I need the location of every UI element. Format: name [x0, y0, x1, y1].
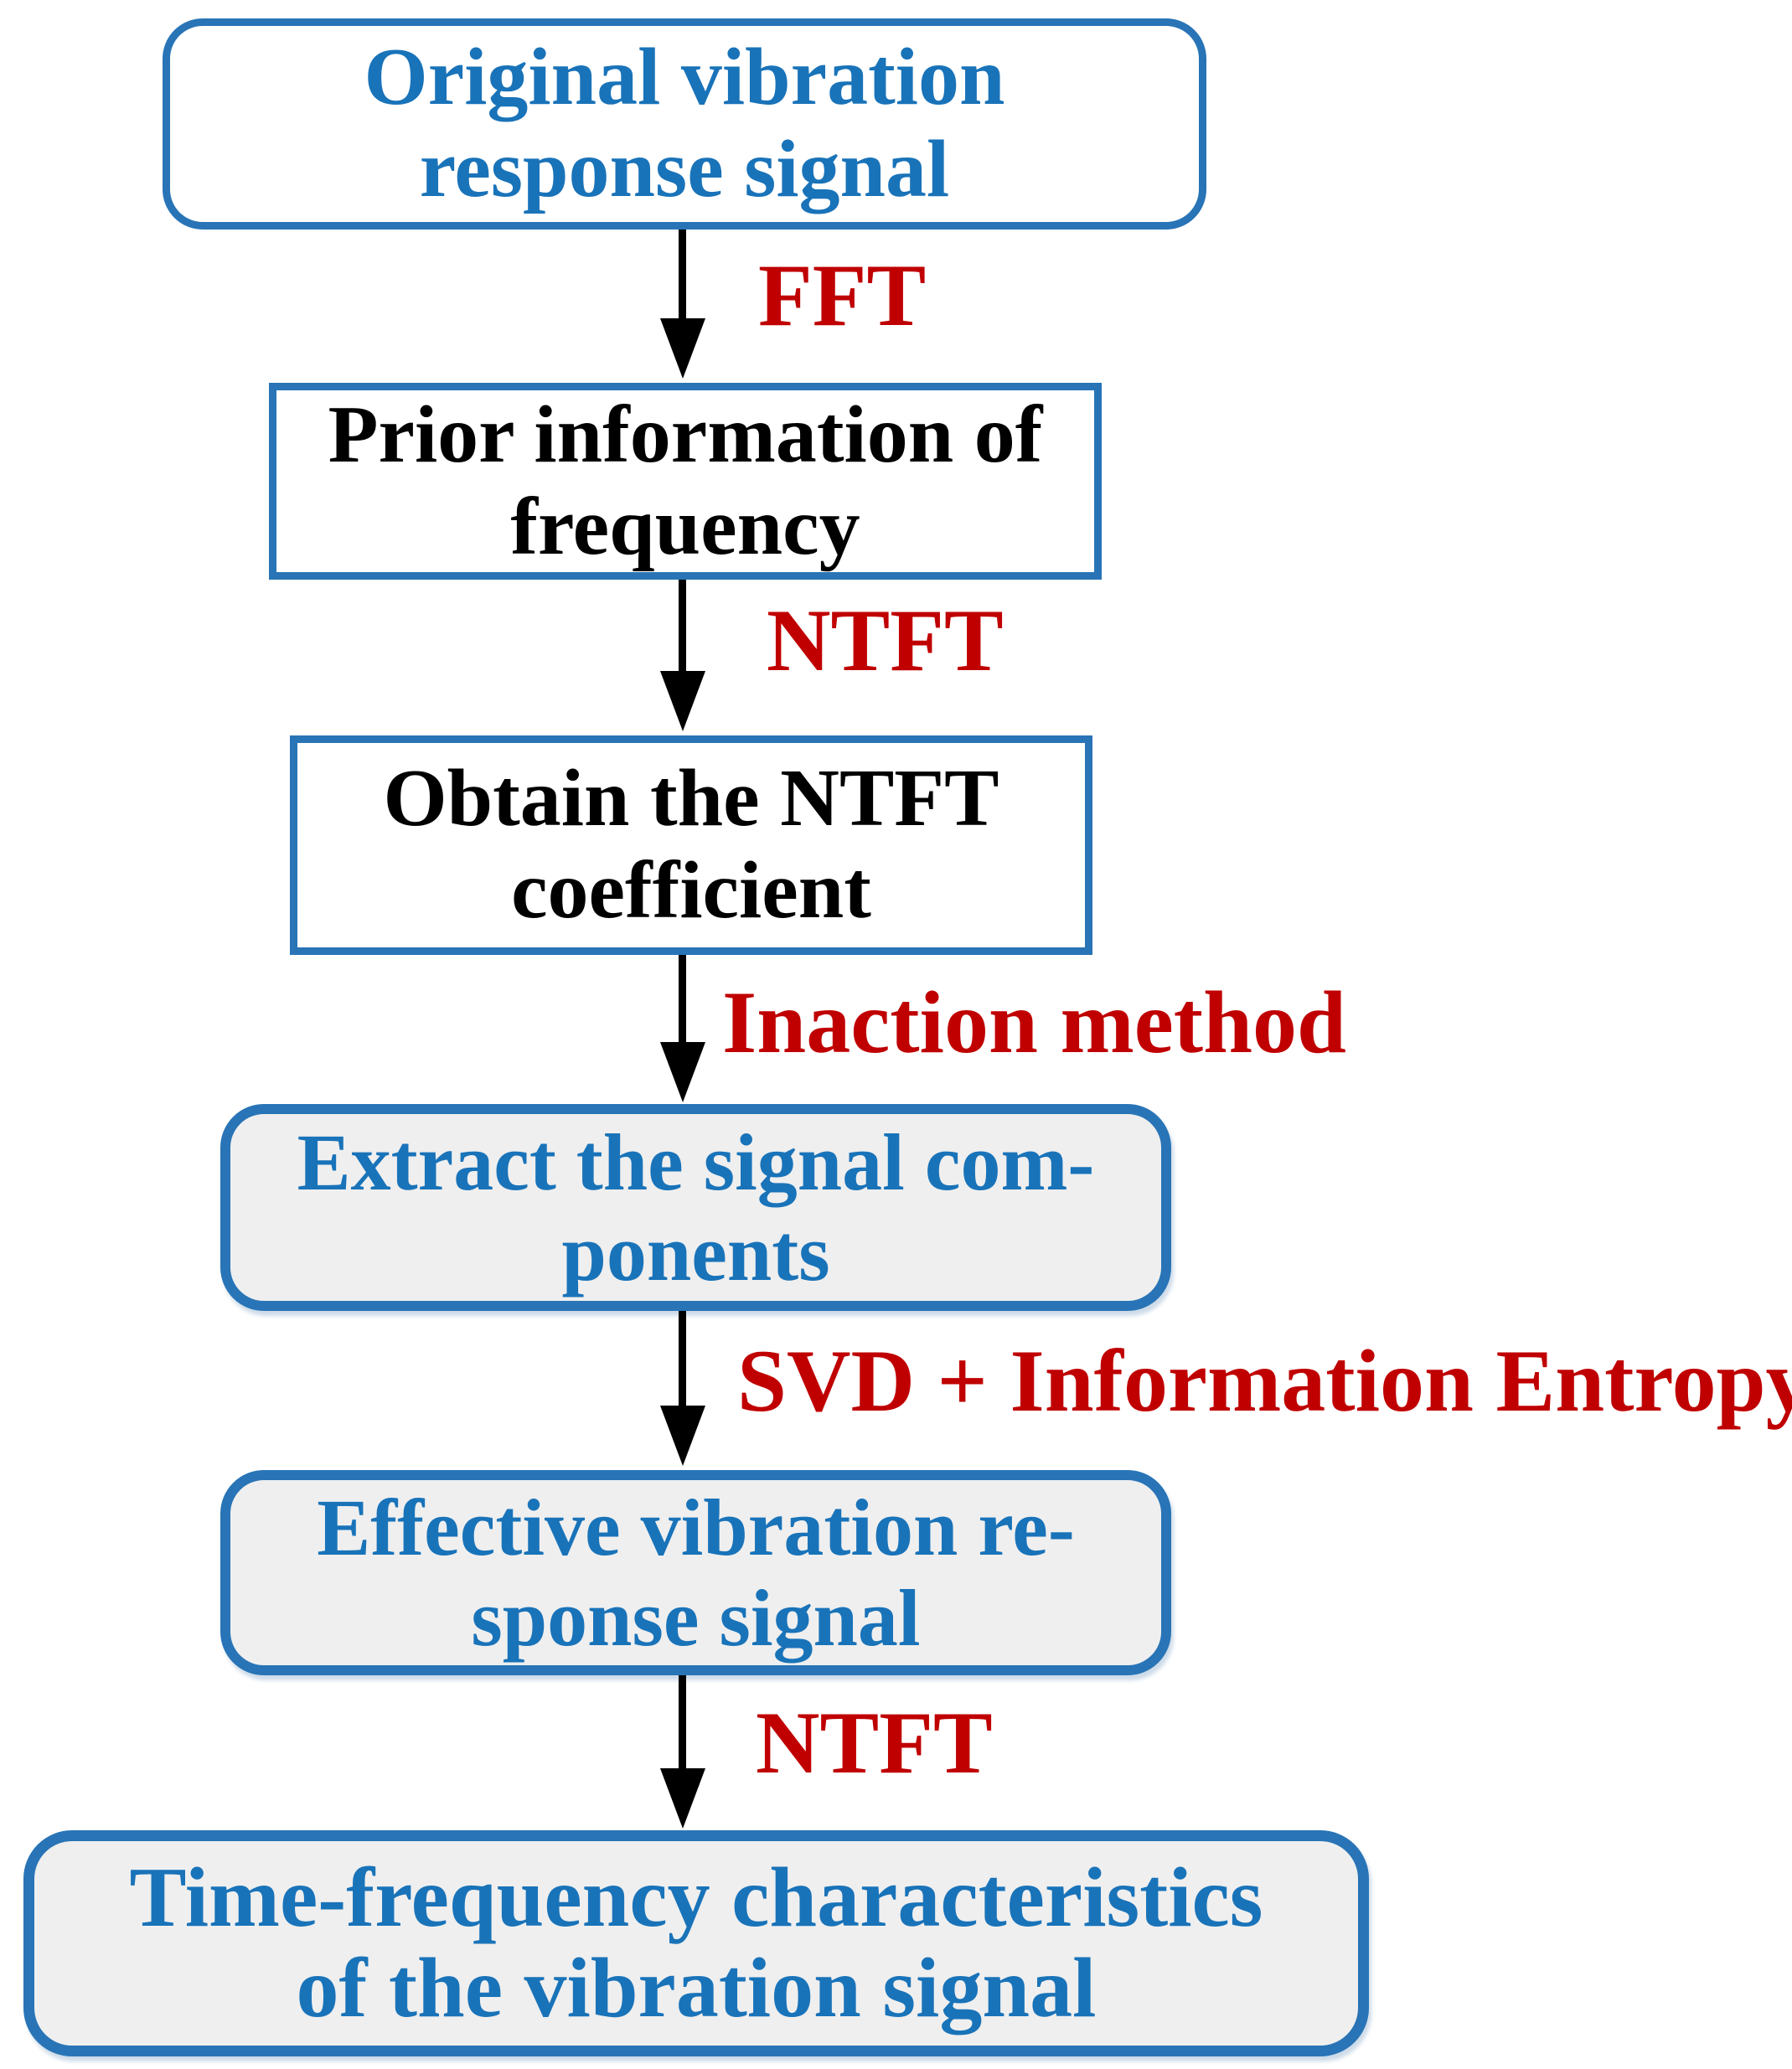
arrow-shaft	[679, 1311, 686, 1406]
box-text-line: response signal	[419, 124, 950, 214]
flow-box-prior-information: Prior information of frequency	[269, 383, 1102, 580]
box-text-line: coefficient	[511, 845, 871, 936]
arrow-head-icon	[660, 1768, 705, 1829]
flow-box-original-vibration-signal: Original vibration response signal	[163, 18, 1206, 230]
box-text-line: Obtain the NTFT	[383, 753, 999, 844]
flow-box-time-frequency-characteristics: Time-frequency characteristics of the vi…	[23, 1830, 1369, 2056]
box-text-line: frequency	[510, 481, 860, 572]
arrow-label-ntft-1: NTFT	[767, 591, 1004, 689]
box-text-line: Extract the signal com-	[297, 1117, 1095, 1207]
arrow-shaft	[679, 230, 686, 318]
flow-box-obtain-ntft-coefficient: Obtain the NTFT coefficient	[290, 735, 1092, 955]
arrow-head-icon	[660, 671, 705, 731]
box-text-line: Effective vibration re-	[317, 1482, 1075, 1572]
arrow-shaft	[679, 955, 686, 1042]
arrow-label-ntft-2: NTFT	[756, 1694, 993, 1792]
arrow-label-inaction-method: Inaction method	[722, 973, 1347, 1071]
arrow-shaft	[679, 580, 686, 671]
box-text-line: Time-frequency characteristics	[129, 1850, 1263, 1945]
arrow-head-icon	[660, 318, 705, 379]
arrow-shaft	[679, 1675, 686, 1768]
box-text-line: Original vibration	[364, 32, 1005, 123]
box-text-line: Prior information of	[328, 389, 1043, 480]
box-text-line: sponse signal	[471, 1572, 921, 1663]
arrow-head-icon	[660, 1406, 705, 1466]
arrow-head-icon	[660, 1042, 705, 1102]
arrow-label-fft: FFT	[758, 246, 927, 344]
arrow-label-svd-information-entropy: SVD + Information Entropy	[737, 1332, 1792, 1430]
box-text-line: of the vibration signal	[296, 1941, 1097, 2035]
flow-box-effective-vibration-signal: Effective vibration re- sponse signal	[220, 1470, 1171, 1675]
flow-box-extract-signal-components: Extract the signal com- ponents	[220, 1104, 1171, 1311]
box-text-line: ponents	[561, 1207, 830, 1298]
